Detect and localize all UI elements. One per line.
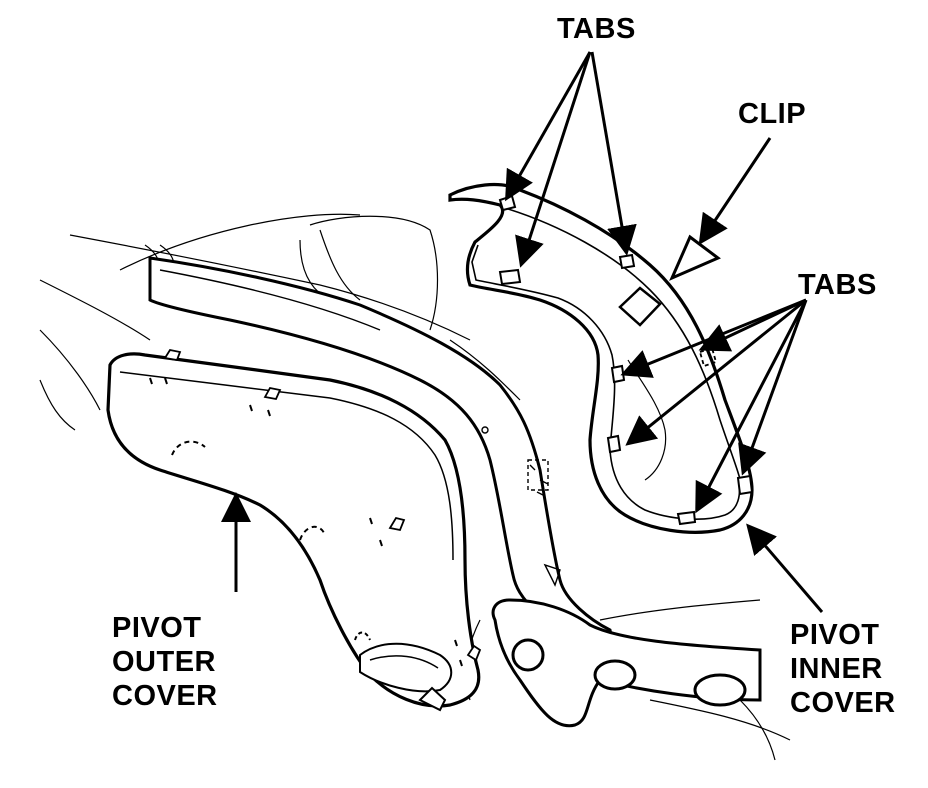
- pivot-outer-cover-label-line: PIVOT: [112, 612, 202, 644]
- pivot-outer-cover-label-line: COVER: [112, 680, 218, 712]
- pivot-inner-cover-label-line: COVER: [790, 687, 896, 719]
- pivot-inner-cover-label: PIVOT INNER COVER: [790, 618, 896, 720]
- pivot-inner-cover-label-line: INNER: [790, 653, 883, 685]
- pivot-outer-cover: [106, 348, 482, 712]
- tabs-top-label: TABS: [557, 13, 636, 45]
- leader-arrows: [221, 51, 824, 613]
- clip-triangle: [669, 234, 721, 281]
- clip-label: CLIP: [738, 98, 807, 130]
- tabs-right-label: TABS: [798, 269, 877, 301]
- pivot-inner-cover: [448, 183, 754, 534]
- pivot-inner-cover-label-line: PIVOT: [790, 619, 880, 651]
- pivot-outer-cover-label: PIVOT OUTER COVER: [112, 611, 218, 713]
- seat-frame-details: [159, 269, 561, 587]
- pivot-outer-cover-label-line: OUTER: [112, 646, 216, 678]
- hinge-bracket: [491, 598, 762, 728]
